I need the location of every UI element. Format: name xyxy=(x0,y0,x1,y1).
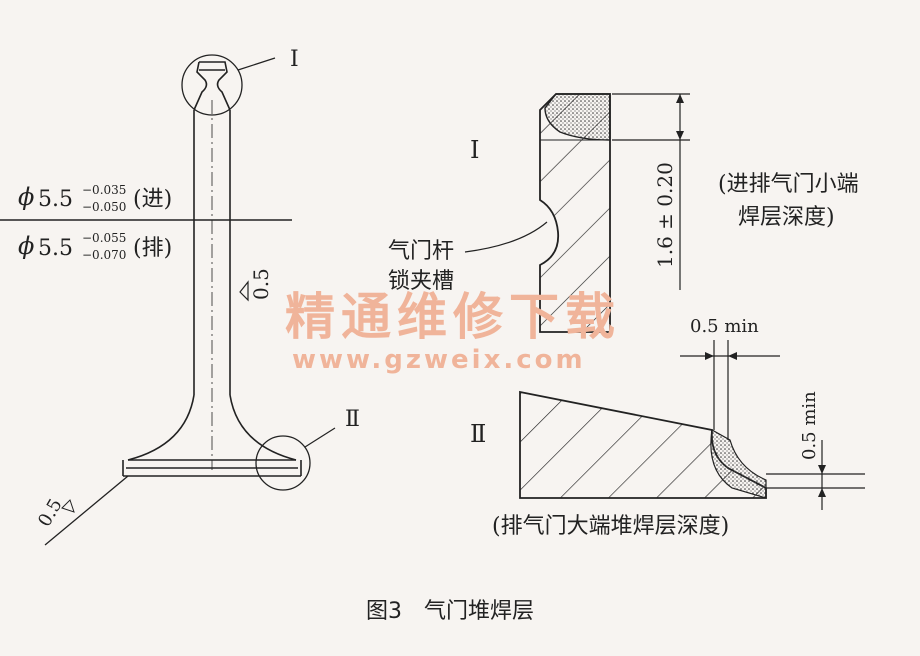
svg-text:−0.070: −0.070 xyxy=(82,248,126,262)
tip-note-line1: (进排气门小端 xyxy=(718,172,859,197)
svg-text:0.5: 0.5 xyxy=(34,495,67,530)
detail-ii-section xyxy=(519,390,767,499)
watermark-title: 精通维修下载 xyxy=(285,288,621,346)
stem-runout-mark: 0.5 xyxy=(239,268,273,302)
svg-text:5.5: 5.5 xyxy=(38,236,73,261)
head-runout-mark: 0.5 xyxy=(34,475,129,546)
svg-text:ϕ: ϕ xyxy=(18,183,34,211)
svg-text:−0.055: −0.055 xyxy=(82,231,126,245)
face-width-dim: 0.5 min xyxy=(690,316,759,337)
figure-caption: 图3 气门堆焊层 xyxy=(366,599,534,624)
svg-text:(排): (排) xyxy=(133,236,172,261)
detail-ii-label: Ⅱ xyxy=(470,420,486,448)
svg-text:(进): (进) xyxy=(133,187,172,212)
tip-note-line2: 焊层深度) xyxy=(738,205,835,230)
svg-text:ϕ: ϕ xyxy=(18,232,34,260)
svg-text:5.5: 5.5 xyxy=(38,187,73,212)
watermark-url: www.gzweix.com xyxy=(292,345,586,375)
tip-depth-dim: 1.6 ± 0.20 xyxy=(653,162,677,268)
intake-diameter-spec: ϕ 5.5 −0.035 −0.050 (进) xyxy=(18,183,172,214)
detail-i-section xyxy=(539,93,611,333)
detail-ii-marker: Ⅱ xyxy=(345,407,360,432)
groove-label-line1: 气门杆 xyxy=(388,239,454,264)
svg-text:0.5: 0.5 xyxy=(249,268,273,300)
detail-ii-circle xyxy=(255,435,311,491)
face-note: (排气门大端堆焊层深度) xyxy=(492,514,729,539)
face-depth-dim: 0.5 min xyxy=(799,391,820,460)
valve-drawing xyxy=(122,61,302,477)
exhaust-diameter-spec: ϕ 5.5 −0.055 −0.070 (排) xyxy=(18,231,172,262)
detail-i-circle xyxy=(181,54,243,116)
detail-i-marker: Ⅰ xyxy=(290,47,299,72)
detail-i-label: Ⅰ xyxy=(470,136,479,164)
svg-text:−0.035: −0.035 xyxy=(82,183,126,197)
groove-label-line2: 锁夹槽 xyxy=(388,269,454,294)
svg-text:−0.050: −0.050 xyxy=(82,200,126,214)
